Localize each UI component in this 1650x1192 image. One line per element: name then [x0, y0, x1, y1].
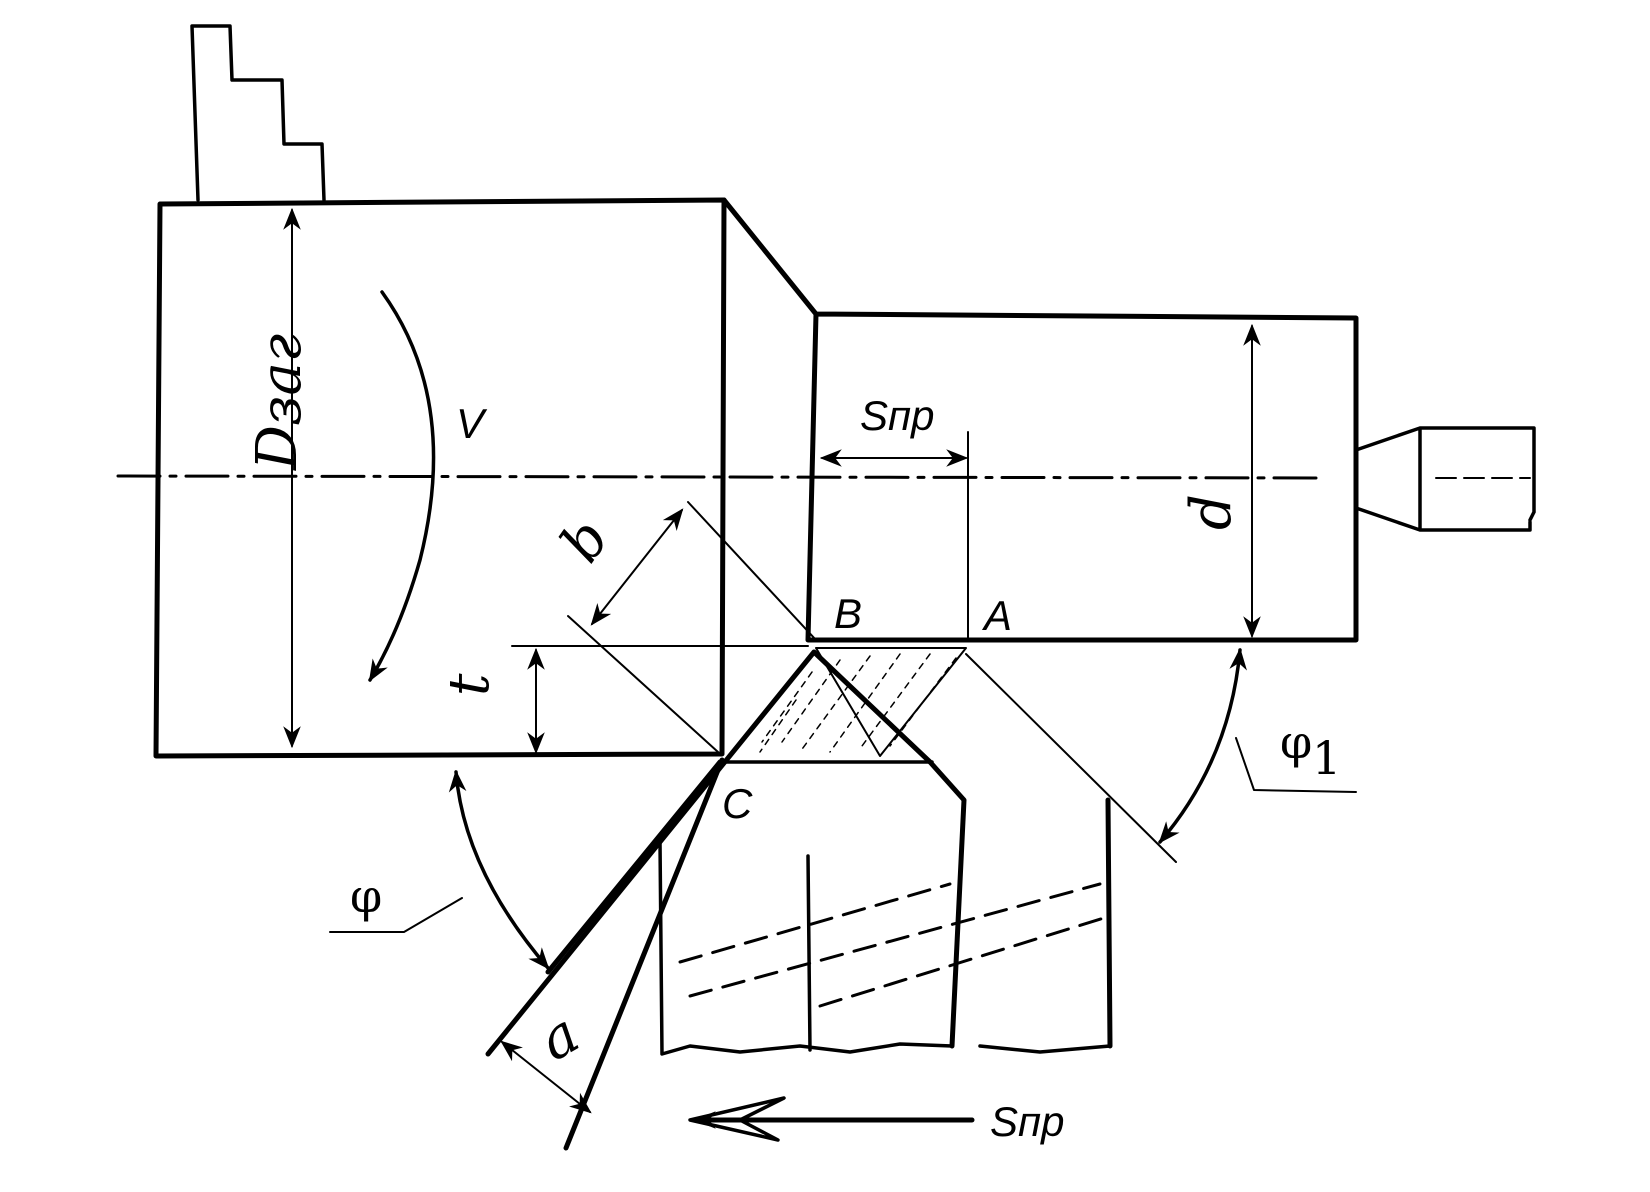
- b-extension-line-2: [567, 615, 719, 753]
- phi1-leader: [1235, 737, 1357, 793]
- d-label: d: [1179, 494, 1244, 530]
- feed-top-label: Sпр: [860, 392, 934, 439]
- hidden-line-1: [678, 882, 952, 964]
- feed-arrow-head: [688, 1096, 786, 1142]
- hidden-line-2: [688, 882, 1102, 998]
- v-label: V: [456, 400, 488, 447]
- workpiece-machined: [805, 311, 1359, 643]
- phi1-subscript: 1: [1312, 731, 1341, 785]
- point-a-label: A: [981, 592, 1012, 639]
- tool-back-edge: [563, 757, 725, 1151]
- point-c-label: C: [722, 780, 753, 827]
- t-label: t: [437, 673, 502, 696]
- chip-hatching: [759, 653, 957, 753]
- chip-section: [815, 647, 967, 757]
- chuck-jaw: [190, 24, 326, 202]
- tool-shank-bottom: [978, 1044, 1112, 1054]
- phi1-label: φ: [1280, 715, 1312, 769]
- b-label: b: [548, 507, 622, 574]
- d-blank-subscript: заг: [249, 334, 314, 426]
- b-extension-line-1: [687, 501, 817, 641]
- tool-body: [658, 840, 954, 1056]
- feed-bottom-label: Sпр: [990, 1098, 1064, 1145]
- tool-minor-edge: [965, 653, 1177, 863]
- tool-shank-right: [1105, 797, 1113, 1049]
- phi1-arc: [1158, 647, 1247, 844]
- phi-label: φ: [350, 869, 382, 923]
- phi-leader: [329, 897, 463, 933]
- tailstock-center: [1354, 426, 1536, 532]
- point-b-label: B: [834, 590, 862, 637]
- a-label: a: [529, 1001, 590, 1074]
- b-dimension-line: [590, 508, 684, 626]
- center-axis: [116, 474, 1322, 480]
- tool-main-edge: [545, 759, 723, 975]
- cutting-tool-outline: [485, 649, 967, 1057]
- workpiece-blank: [153, 197, 727, 759]
- tool-rake-line: [806, 854, 812, 1052]
- a-dimension-line: [500, 1040, 592, 1114]
- phi-arc: [448, 769, 550, 970]
- d-blank-label: D: [245, 425, 310, 471]
- workpiece-chamfer: [721, 197, 819, 317]
- hidden-line-3: [818, 916, 1106, 1008]
- rotation-arrow: [368, 290, 436, 682]
